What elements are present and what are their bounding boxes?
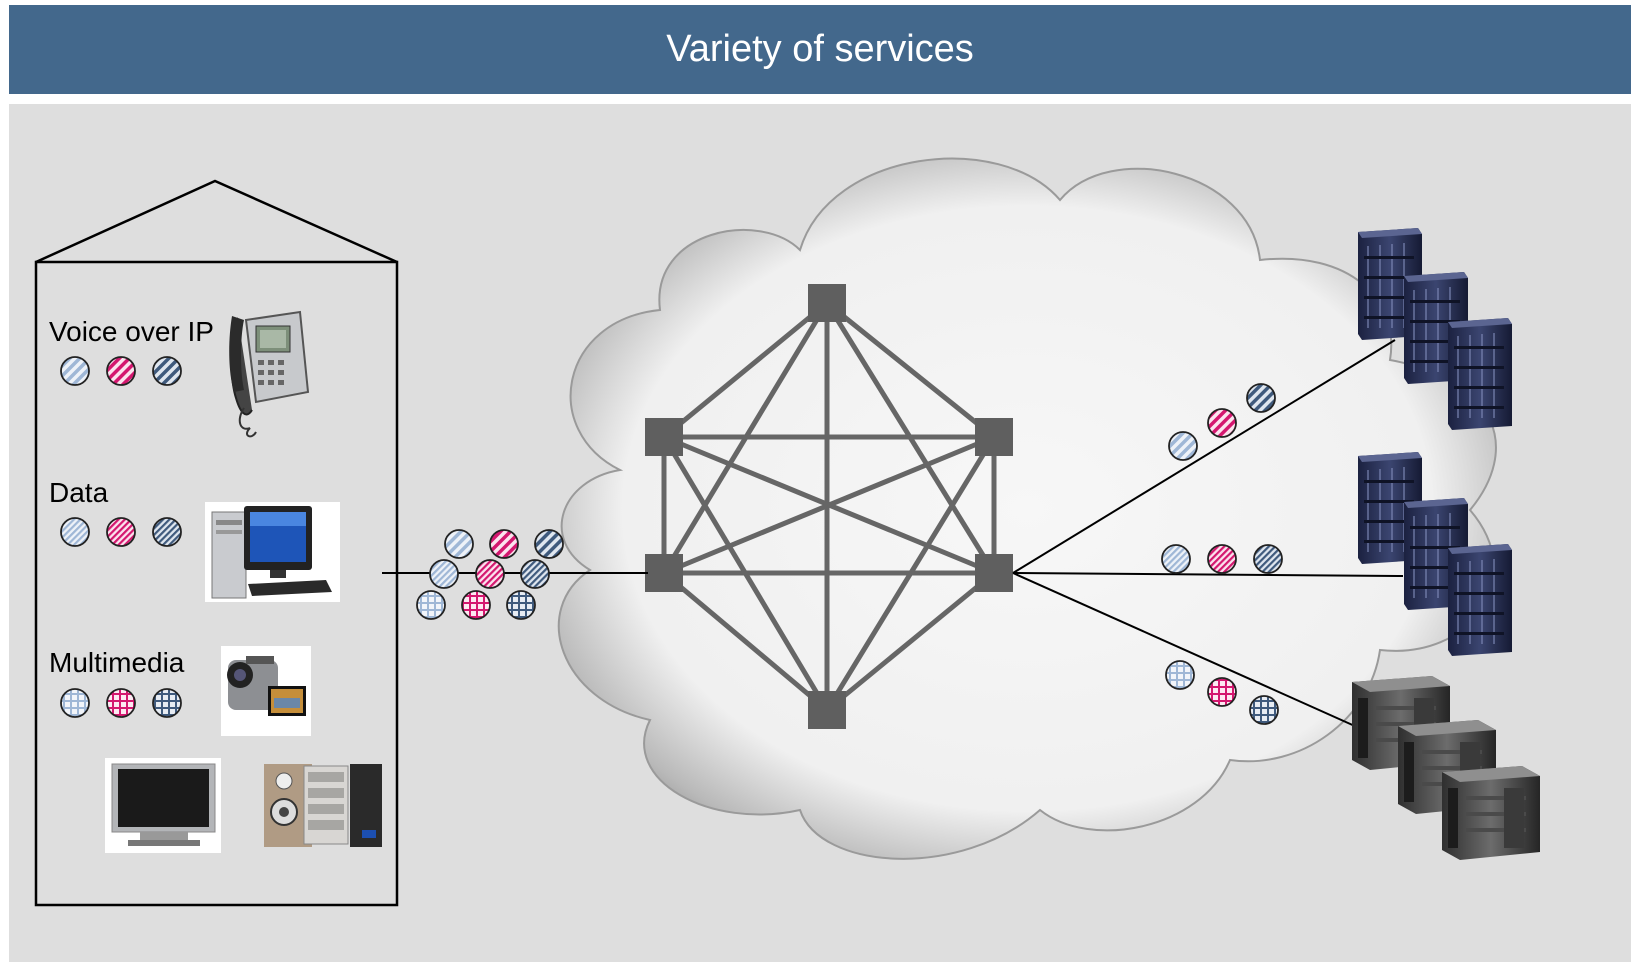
network-mesh [661,301,997,712]
server-link-top [1012,339,1396,574]
network-node [645,418,683,456]
service-label-multimedia: Multimedia [49,647,185,678]
server-link-bottom [1012,572,1358,728]
flat-tv-icon [105,758,221,853]
slide-title: Variety of services [9,5,1631,94]
service-label-voip: Voice over IP [49,316,214,347]
network-node [645,554,683,592]
stereo-icon [264,764,382,847]
service-label-data: Data [49,477,109,508]
ip-phone-icon [229,310,310,438]
multimedia-packets [60,688,182,718]
network-node [808,284,846,322]
combined-traffic-packets [416,529,564,620]
camcorder-icon [221,646,311,736]
server-link-middle [1012,572,1404,577]
desktop-computer-icon [205,502,340,602]
voip-server-packets [1168,383,1276,461]
data-packets [60,517,182,547]
voip-packets [60,356,182,386]
data-server-packets [1161,544,1283,574]
home-building [34,179,399,907]
network-node [975,554,1013,592]
network-node [975,418,1013,456]
multimedia-server-packets [1165,660,1279,725]
network-node [808,691,846,729]
